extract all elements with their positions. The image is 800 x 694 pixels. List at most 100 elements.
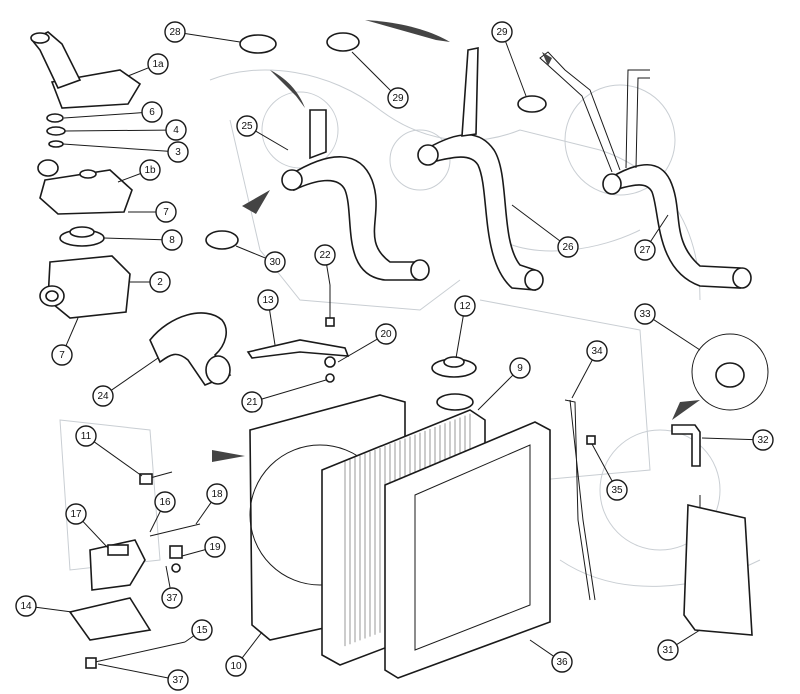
- clip-detail-33: [691, 333, 769, 411]
- leader-line-29b: [505, 41, 527, 97]
- callout-17: 17: [65, 503, 87, 525]
- leader-line-18: [195, 501, 212, 525]
- callout-label: 22: [319, 250, 331, 261]
- callout-10: 10: [225, 655, 247, 677]
- overflow-pipe: [564, 399, 596, 601]
- leader-line-36: [529, 639, 555, 657]
- callout-circle: [154, 491, 176, 513]
- callout-9: 9: [509, 357, 531, 379]
- callout-label: 13: [262, 295, 274, 306]
- callout-label: 33: [639, 309, 651, 320]
- callout-label: 30: [269, 257, 281, 268]
- callout-label: 14: [20, 601, 32, 612]
- callout-circle: [387, 87, 409, 109]
- callout-circle: [141, 101, 163, 123]
- callout-label: 35: [611, 485, 623, 496]
- callout-25: 25: [236, 115, 258, 137]
- callout-20: 20: [375, 323, 397, 345]
- leader-line-4: [64, 129, 167, 132]
- callout-circle: [15, 595, 37, 617]
- callout-label: 29: [392, 93, 404, 104]
- callout-label: 4: [173, 125, 179, 136]
- callout-13: 13: [257, 289, 279, 311]
- bracket-13: [246, 339, 350, 383]
- callout-label: 8: [169, 235, 175, 246]
- callout-label: 15: [196, 625, 208, 636]
- leader-line-32: [701, 437, 754, 441]
- callout-16: 16: [154, 491, 176, 513]
- callout-label: 19: [209, 542, 221, 553]
- leader-line-26: [511, 204, 561, 242]
- callout-circle: [165, 119, 187, 141]
- callout-1b: 1b: [139, 159, 161, 181]
- callout-circle: [657, 639, 679, 661]
- radiator-cap: [431, 356, 477, 378]
- callout-label: 3: [175, 147, 181, 158]
- leader-line-16: [149, 510, 161, 533]
- callout-label: 10: [230, 661, 242, 672]
- callout-label: 34: [591, 346, 603, 357]
- mounting-bracket-14: [68, 597, 152, 641]
- callout-24: 24: [92, 385, 114, 407]
- callout-label: 11: [81, 431, 92, 442]
- callout-circle: [161, 229, 183, 251]
- callout-circle: [491, 21, 513, 43]
- callout-7b: 7: [51, 344, 73, 366]
- callout-circle: [314, 244, 336, 266]
- callout-label: 7: [59, 350, 65, 361]
- leader-line-22: [326, 264, 331, 286]
- callout-label: 7: [163, 207, 169, 218]
- callout-21: 21: [241, 391, 263, 413]
- callout-label: 37: [172, 675, 184, 686]
- callout-circle: [752, 429, 774, 451]
- callout-label: 18: [211, 489, 223, 500]
- callout-label: 1b: [144, 165, 156, 176]
- callout-18: 18: [206, 483, 228, 505]
- callout-27: 27: [634, 239, 656, 261]
- leader-line-12: [455, 315, 464, 359]
- bolt-22: [325, 285, 335, 327]
- callout-circle: [634, 303, 656, 325]
- leader-line-37a: [165, 565, 171, 589]
- leader-line-1b: [117, 173, 141, 183]
- callout-circle: [606, 479, 628, 501]
- callout-label: 26: [562, 242, 574, 253]
- bolt-15: [85, 641, 186, 669]
- callout-34: 34: [586, 340, 608, 362]
- callout-label: 17: [70, 509, 82, 520]
- callout-circle: [557, 236, 579, 258]
- mounting-bracket-17: [89, 539, 146, 591]
- callout-label: 1a: [152, 59, 164, 70]
- callout-circle: [454, 295, 476, 317]
- leader-lines: [35, 33, 754, 679]
- leader-line-20: [337, 338, 378, 363]
- expansion-tank: [683, 495, 753, 636]
- flow-arrows: [212, 20, 700, 462]
- callout-label: 9: [517, 363, 523, 374]
- leader-line-17: [82, 520, 109, 549]
- callout-circle: [191, 619, 213, 641]
- leader-line-7b: [65, 317, 79, 347]
- callout-circle: [161, 587, 183, 609]
- leader-line-8: [103, 237, 163, 241]
- leader-line-27: [650, 214, 669, 242]
- callout-15: 15: [191, 619, 213, 641]
- leader-line-19: [181, 549, 206, 557]
- callout-3: 3: [167, 141, 189, 163]
- leader-line-10: [241, 631, 263, 659]
- callout-2: 2: [149, 271, 171, 293]
- leader-line-28: [184, 33, 241, 43]
- leader-line-33: [653, 319, 701, 351]
- callout-circle: [634, 239, 656, 261]
- callout-circle: [225, 655, 247, 677]
- callout-label: 31: [662, 645, 674, 656]
- callout-label: 25: [241, 121, 253, 132]
- callout-22: 22: [314, 244, 336, 266]
- leader-line-1a: [127, 67, 149, 77]
- leader-line-37b: [97, 663, 169, 679]
- callout-circle: [375, 323, 397, 345]
- y-hose-26: [417, 47, 544, 291]
- callout-32: 32: [752, 429, 774, 451]
